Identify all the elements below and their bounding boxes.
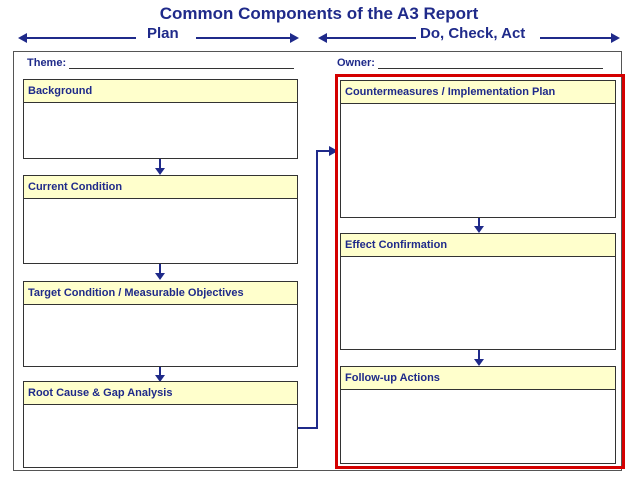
- section-header: Background: [24, 80, 297, 103]
- plan-arrow-line-right: [196, 37, 291, 39]
- column-connector-vertical: [316, 150, 318, 429]
- dca-arrow-line-right: [540, 37, 612, 39]
- phase-label-plan: Plan: [147, 25, 179, 42]
- arrow-head-down: [474, 226, 484, 233]
- dca-arrow-right-head: [611, 33, 620, 43]
- arrow-head-down: [155, 273, 165, 280]
- column-connector-arrow-head: [329, 146, 338, 156]
- owner-field: Owner:: [337, 57, 603, 69]
- arrow-connector: [478, 218, 480, 227]
- section-header: Countermeasures / Implementation Plan: [341, 81, 615, 104]
- report-frame: [13, 51, 622, 471]
- owner-line: [377, 58, 603, 69]
- section-header: Effect Confirmation: [341, 234, 615, 257]
- plan-arrow-line-left: [26, 37, 136, 39]
- column-connector-horizontal-top: [316, 150, 330, 152]
- arrow-connector: [478, 350, 480, 360]
- plan-arrow-left-head: [18, 33, 27, 43]
- theme-field: Theme:: [27, 57, 295, 69]
- dca-arrow-line-left: [326, 37, 416, 39]
- arrow-connector: [159, 264, 161, 274]
- theme-line: [69, 58, 295, 69]
- section-root-cause: Root Cause & Gap Analysis: [23, 381, 298, 468]
- page-title: Common Components of the A3 Report: [159, 4, 479, 23]
- theme-label: Theme:: [27, 57, 67, 69]
- dca-arrow-left-head: [318, 33, 327, 43]
- section-current-condition: Current Condition: [23, 175, 298, 264]
- phase-label-do-check-act: Do, Check, Act: [420, 25, 526, 42]
- owner-label: Owner:: [337, 57, 375, 69]
- section-follow-up: Follow-up Actions: [340, 366, 616, 464]
- arrow-head-down: [474, 359, 484, 366]
- plan-arrow-right-head: [290, 33, 299, 43]
- arrow-connector: [159, 367, 161, 376]
- section-background: Background: [23, 79, 298, 159]
- section-header: Root Cause & Gap Analysis: [24, 382, 297, 405]
- arrow-head-down: [155, 168, 165, 175]
- section-target-condition: Target Condition / Measurable Objectives: [23, 281, 298, 367]
- arrow-connector: [159, 159, 161, 169]
- section-header: Target Condition / Measurable Objectives: [24, 282, 297, 305]
- column-connector-horizontal-bottom: [298, 427, 318, 429]
- section-effect-confirmation: Effect Confirmation: [340, 233, 616, 350]
- section-countermeasures: Countermeasures / Implementation Plan: [340, 80, 616, 218]
- arrow-head-down: [155, 375, 165, 382]
- section-header: Follow-up Actions: [341, 367, 615, 390]
- do-check-act-highlight: [335, 74, 625, 469]
- section-header: Current Condition: [24, 176, 297, 199]
